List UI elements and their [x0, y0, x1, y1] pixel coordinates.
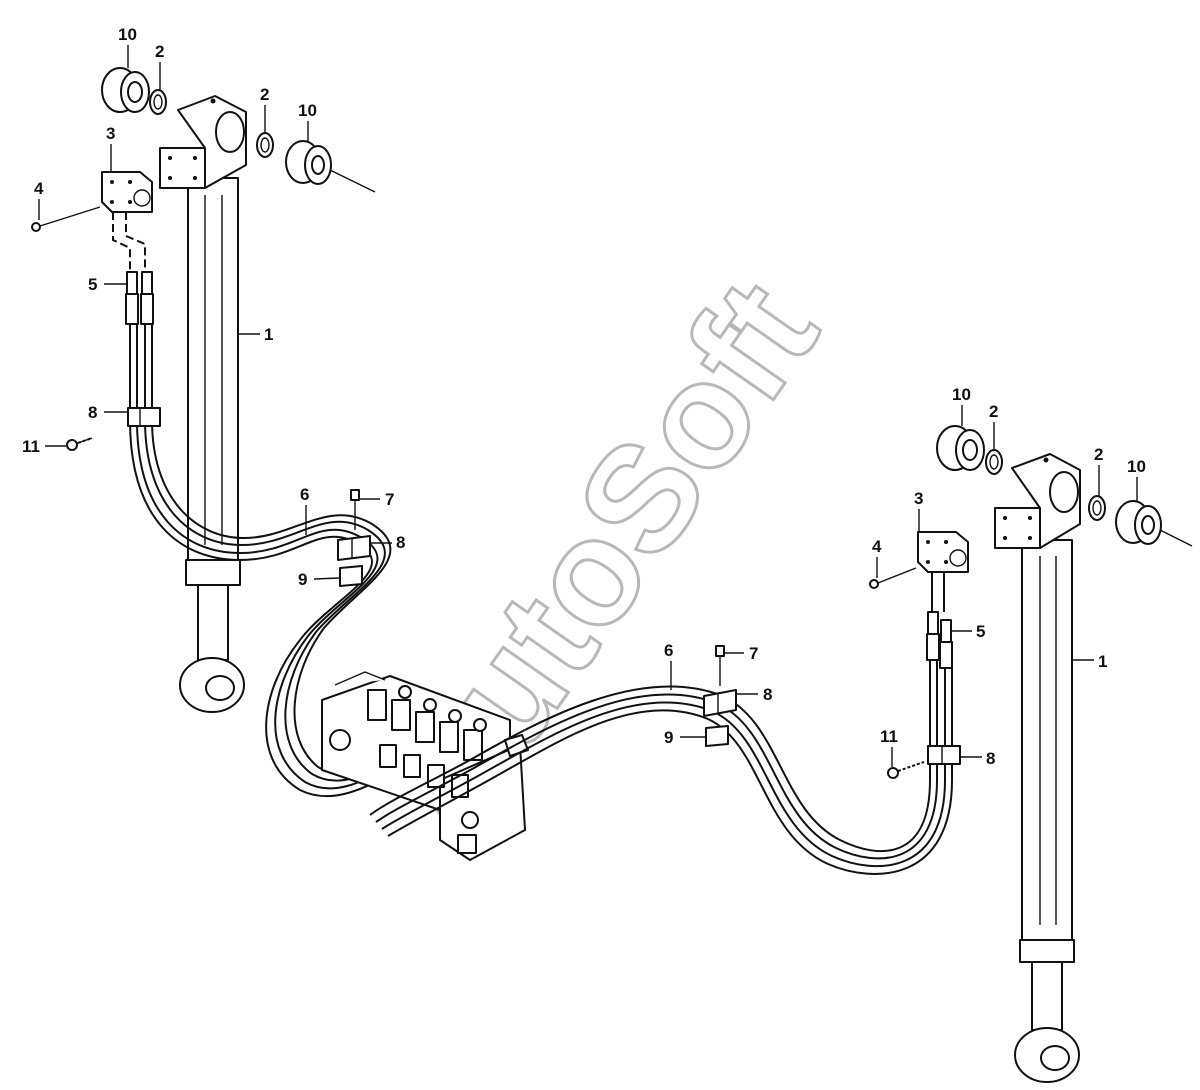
- right-bolt: [869, 567, 917, 589]
- callout-7: 7: [749, 644, 758, 663]
- right-seal-inner: [1088, 495, 1106, 521]
- callout-10: 10: [952, 385, 971, 404]
- callout-4: 4: [34, 179, 44, 198]
- right-screw: [887, 761, 925, 779]
- center-left-pad: [339, 565, 363, 587]
- left-upper-clamp: [127, 407, 161, 427]
- callout-4: 4: [872, 537, 882, 556]
- callout-10: 10: [1127, 457, 1146, 476]
- right-cylinder: [994, 453, 1081, 1083]
- callout-5: 5: [976, 622, 985, 641]
- callout-7: 7: [385, 490, 394, 509]
- center-right-clamp: [703, 689, 737, 717]
- center-left-bolt: [350, 489, 360, 530]
- callout-1: 1: [1098, 652, 1107, 671]
- callout-9: 9: [664, 728, 673, 747]
- left-bushing-outer: [101, 67, 150, 113]
- callout-10: 10: [298, 101, 317, 120]
- left-screw: [66, 437, 93, 451]
- callout-10: 10: [118, 25, 137, 44]
- callout-9: 9: [298, 570, 307, 589]
- left-bolt: [31, 206, 101, 232]
- callouts: 10 2 2 10 3 4 5 1 8 11 6 7 8: [22, 25, 1146, 768]
- left-seal-inner: [256, 132, 274, 158]
- left-seal-outer: [149, 89, 167, 115]
- right-bushing-inner: [1115, 500, 1193, 547]
- right-bushing-outer: [936, 425, 985, 471]
- callout-2: 2: [989, 402, 998, 421]
- callout-11: 11: [880, 727, 898, 746]
- callout-8: 8: [986, 749, 995, 768]
- callout-2: 2: [260, 85, 269, 104]
- callout-11: 11: [22, 437, 40, 456]
- left-hoses: [129, 324, 392, 798]
- center-left-clamp: [337, 535, 371, 561]
- control-valve: [321, 671, 529, 861]
- callout-1: 1: [264, 325, 273, 344]
- center-right-bolt: [715, 645, 725, 686]
- callout-2: 2: [155, 42, 164, 61]
- right-lower-clamp: [927, 745, 961, 765]
- center-right-pad: [705, 725, 729, 747]
- callout-5: 5: [88, 275, 97, 294]
- left-valve-block: [101, 171, 153, 213]
- callout-6: 6: [664, 641, 673, 660]
- callout-8: 8: [763, 685, 772, 704]
- callout-8: 8: [396, 533, 405, 552]
- callout-8: 8: [88, 403, 97, 422]
- left-fittings: [125, 271, 154, 325]
- right-valve-block: [917, 531, 969, 573]
- left-cylinder: [159, 95, 247, 713]
- right-fittings: [926, 611, 953, 669]
- callout-6: 6: [300, 485, 309, 504]
- left-bushing-inner: [285, 140, 376, 193]
- callout-2: 2: [1094, 445, 1103, 464]
- callout-3: 3: [106, 124, 115, 143]
- callout-3: 3: [914, 489, 923, 508]
- right-seal-outer: [985, 449, 1003, 475]
